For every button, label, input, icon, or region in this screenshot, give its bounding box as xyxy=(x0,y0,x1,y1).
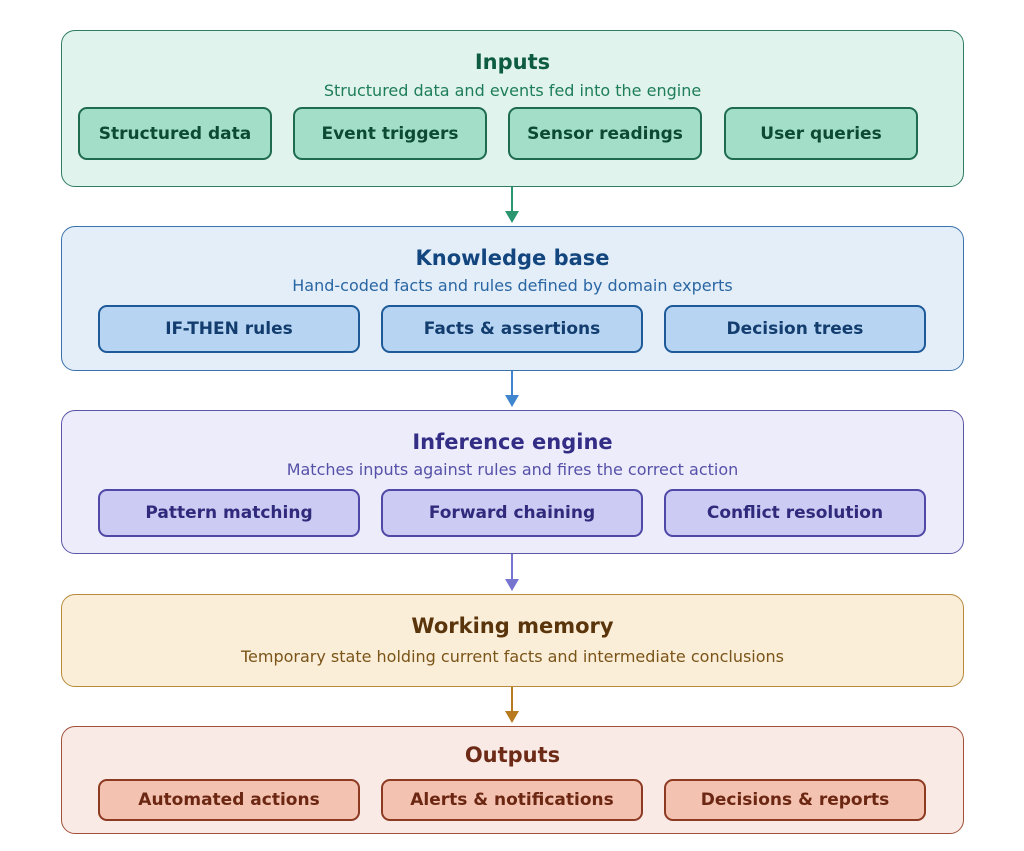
outputs-layer: Outputs Automated actions Alerts & notif… xyxy=(61,726,964,834)
output-item-alerts-notifications: Alerts & notifications xyxy=(381,779,643,821)
inference-engine-title: Inference engine xyxy=(412,430,613,454)
inputs-layer: Inputs Structured data and events fed in… xyxy=(61,30,964,187)
input-item-event-triggers: Event triggers xyxy=(293,107,487,160)
ie-item-conflict-resolution: Conflict resolution xyxy=(664,489,926,537)
kb-item-if-then-rules: IF-THEN rules xyxy=(98,305,360,353)
knowledge-base-layer: Knowledge base Hand-coded facts and rule… xyxy=(61,226,964,371)
working-memory-title: Working memory xyxy=(411,614,614,638)
input-item-user-queries: User queries xyxy=(724,107,918,160)
kb-item-decision-trees: Decision trees xyxy=(664,305,926,353)
inference-engine-subtitle: Matches inputs against rules and fires t… xyxy=(286,460,739,479)
output-item-automated-actions: Automated actions xyxy=(98,779,360,821)
inference-engine-layer: Inference engine Matches inputs against … xyxy=(61,410,964,554)
knowledge-base-title: Knowledge base xyxy=(415,246,610,270)
ie-item-pattern-matching: Pattern matching xyxy=(98,489,360,537)
input-item-sensor-readings: Sensor readings xyxy=(508,107,702,160)
output-item-decisions-reports: Decisions & reports xyxy=(664,779,926,821)
working-memory-layer: Working memory Temporary state holding c… xyxy=(61,594,964,687)
kb-item-facts-assertions: Facts & assertions xyxy=(381,305,643,353)
arrow-inputs-to-knowledge-base xyxy=(505,187,519,223)
input-item-structured-data: Structured data xyxy=(78,107,272,160)
inputs-subtitle: Structured data and events fed into the … xyxy=(323,81,702,100)
working-memory-subtitle: Temporary state holding current facts an… xyxy=(240,647,785,666)
inputs-title: Inputs xyxy=(474,50,551,74)
arrow-working-memory-to-outputs xyxy=(505,687,519,723)
ie-item-forward-chaining: Forward chaining xyxy=(381,489,643,537)
arrow-knowledge-base-to-inference-engine xyxy=(505,371,519,407)
arrow-inference-engine-to-working-memory xyxy=(505,554,519,591)
outputs-title: Outputs xyxy=(464,743,561,767)
knowledge-base-subtitle: Hand-coded facts and rules defined by do… xyxy=(292,276,733,295)
